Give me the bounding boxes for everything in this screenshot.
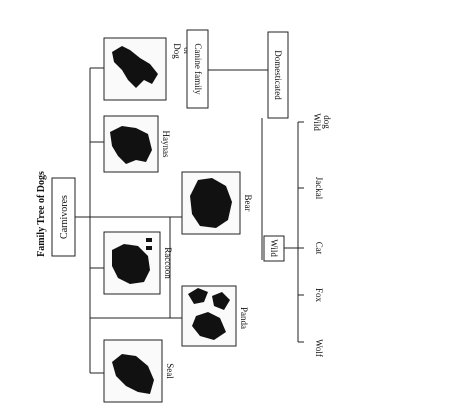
- carnivores-box: [51, 177, 76, 257]
- dog-photo: [103, 37, 167, 101]
- canine-family-label: Canine family: [193, 43, 203, 95]
- diagram-title: Family Tree of Dogs: [36, 171, 47, 257]
- domesticated-label: Domesticated: [273, 50, 283, 100]
- jackal-label: Jackal: [314, 177, 324, 200]
- raccoon-photo: [103, 231, 161, 295]
- haynas-label: Haynas: [161, 131, 171, 158]
- bear-photo: [181, 171, 241, 235]
- haynas-photo: [103, 115, 159, 173]
- dog-label: Dog: [172, 43, 182, 59]
- seal-label: Seal: [165, 363, 175, 379]
- cat-label: Cat: [314, 242, 324, 255]
- bear-label: Bear: [243, 195, 253, 212]
- wild-dog-label-line2: dog: [322, 115, 332, 129]
- carnivores-label: Carnivores: [59, 195, 70, 239]
- canine-family-box: [186, 29, 209, 109]
- fox-label: Fox: [314, 288, 324, 303]
- bear-silhouette: [190, 178, 232, 228]
- wild-label: Wild: [269, 239, 279, 257]
- panda-label: Panda: [239, 307, 249, 329]
- wild-box: [263, 235, 285, 262]
- hyena-silhouette: [110, 126, 152, 164]
- raccoon-tail-stripe: [146, 238, 152, 242]
- seal-photo: [103, 339, 163, 403]
- raccoon-label: Raccoon: [163, 247, 173, 279]
- raccoon-silhouette: [112, 244, 150, 284]
- panda-silhouette: [188, 288, 230, 340]
- wolf-label: Wolf: [314, 339, 324, 357]
- domesticated-box: [267, 31, 289, 119]
- panda-photo: [181, 285, 237, 347]
- dog-silhouette: [112, 46, 158, 88]
- raccoon-tail-stripe: [146, 246, 152, 250]
- wild-dog-label-line1: Wild: [312, 113, 322, 131]
- tree-connectors: [75, 67, 304, 374]
- seal-silhouette: [112, 354, 154, 394]
